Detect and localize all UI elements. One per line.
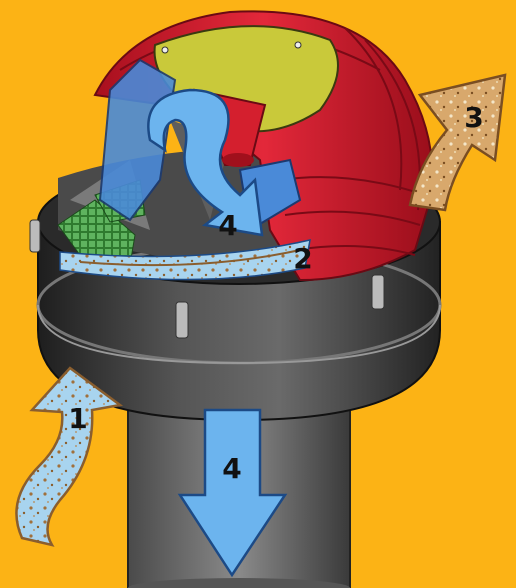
label-airflow-top: 4 xyxy=(218,209,237,242)
label-exhaust: 3 xyxy=(464,101,483,134)
label-swirl: 2 xyxy=(293,242,312,275)
label-intake: 1 xyxy=(68,402,87,435)
intake-arrow xyxy=(16,368,120,545)
label-airflow-bottom: 4 xyxy=(222,452,241,485)
